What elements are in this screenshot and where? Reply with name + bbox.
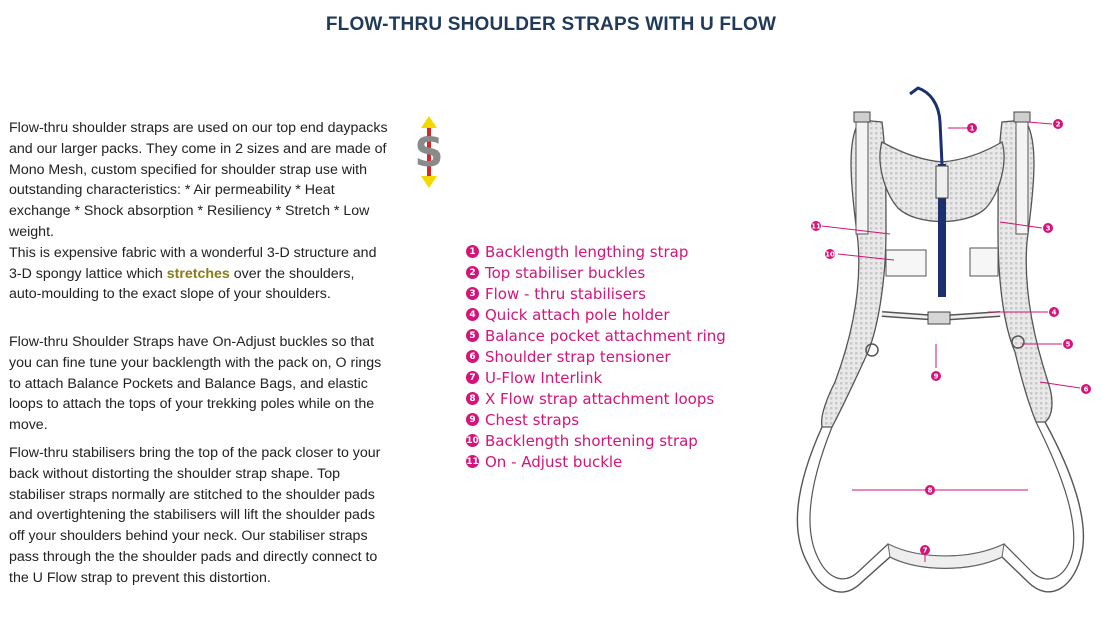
callout-number: 2 — [1056, 121, 1061, 129]
u-flow-interlink — [887, 543, 1005, 569]
legend-label: U-Flow Interlink — [485, 368, 603, 387]
legend-number: 7 — [466, 371, 479, 384]
legend-label: Top stabiliser buckles — [485, 263, 646, 282]
parts-legend: 1 Backlength lengthing strap 2 Top stabili… — [466, 241, 726, 472]
legend-label: X Flow strap attachment loops — [485, 389, 715, 408]
legend-number: 10 — [466, 434, 479, 447]
legend-number: 2 — [466, 266, 479, 279]
legend-item: 11 On - Adjust buckle — [466, 451, 726, 472]
intro-text: Flow-thru shoulder straps are used on ou… — [9, 120, 388, 240]
balance-pocket-ring — [1011, 335, 1025, 349]
legend-number: 9 — [466, 413, 479, 426]
callout-number: 5 — [1066, 341, 1071, 349]
fabric-text-end: over the shoulders, auto-moulding to the… — [9, 265, 355, 303]
fabric-text-start: This is expensive fabric with a wonderfu… — [9, 244, 377, 282]
callout-number: 9 — [934, 373, 939, 381]
on-adjust-buckle — [935, 165, 949, 199]
legend-number: 11 — [466, 455, 479, 468]
harness-diagram: 1 2 3 4 5 6 7 8 9 10 11 — [796, 86, 1091, 593]
callout-number: 7 — [923, 547, 928, 555]
legend-item: 3 Flow - thru stabilisers — [466, 283, 726, 304]
legend-item: 7 U-Flow Interlink — [466, 367, 726, 388]
callout-number: 8 — [928, 487, 933, 495]
legend-number: 4 — [466, 308, 479, 321]
legend-label: Quick attach pole holder — [485, 305, 670, 324]
legend-item: 1 Backlength lengthing strap — [466, 241, 726, 262]
stretch-s-letter: S — [415, 130, 444, 176]
legend-label: Balance pocket attachment ring — [485, 326, 726, 345]
balance-pocket-ring — [865, 343, 879, 357]
callout-number: 4 — [1052, 309, 1057, 317]
left-shoulder-strap — [820, 119, 887, 428]
legend-number: 6 — [466, 350, 479, 363]
legend-item: 4 Quick attach pole holder — [466, 304, 726, 325]
legend-item: 8 X Flow strap attachment loops — [466, 388, 726, 409]
stretch-s-icon: S — [415, 116, 444, 188]
legend-item: 2 Top stabiliser buckles — [466, 262, 726, 283]
top-stabiliser-buckle — [853, 111, 871, 123]
top-stabiliser-buckle — [1013, 111, 1031, 123]
legend-label: Chest straps — [485, 410, 580, 429]
legend-number: 8 — [466, 392, 479, 405]
callout-number: 6 — [1084, 386, 1089, 394]
callout-number: 3 — [1046, 225, 1051, 233]
flow-thru-stabiliser-right — [969, 247, 999, 277]
page-title: FLOW-THRU SHOULDER STRAPS WITH U FLOW — [325, 14, 777, 35]
stabiliser-paragraph: Flow-thru stabilisers bring the top of t… — [9, 445, 381, 586]
legend-item: 9 Chest straps — [466, 409, 726, 430]
legend-label: Backlength lengthing strap — [485, 242, 689, 261]
callout-number: 10 — [825, 251, 835, 259]
intro-paragraph: Flow-thru shoulder straps are used on ou… — [9, 118, 389, 305]
legend-label: On - Adjust buckle — [485, 452, 623, 471]
legend-number: 3 — [466, 287, 479, 300]
legend-item: 10 Backlength shortening strap — [466, 430, 726, 451]
legend-label: Flow - thru stabilisers — [485, 284, 646, 303]
stretches-highlight: stretches — [166, 265, 230, 282]
legend-item: 6 Shoulder strap tensioner — [466, 346, 726, 367]
callout-number: 1 — [970, 125, 975, 133]
flow-thru-stabiliser-left — [885, 249, 927, 277]
right-shoulder-strap — [997, 119, 1053, 423]
chest-buckle — [927, 311, 951, 325]
legend-number: 5 — [466, 329, 479, 342]
legend-item: 5 Balance pocket attachment ring — [466, 325, 726, 346]
legend-number: 1 — [466, 245, 479, 258]
callout-number: 11 — [811, 223, 821, 231]
adjust-paragraph: Flow-thru Shoulder Straps have On-Adjust… — [9, 334, 382, 434]
legend-label: Shoulder strap tensioner — [485, 347, 671, 366]
legend-label: Backlength shortening strap — [485, 431, 698, 450]
